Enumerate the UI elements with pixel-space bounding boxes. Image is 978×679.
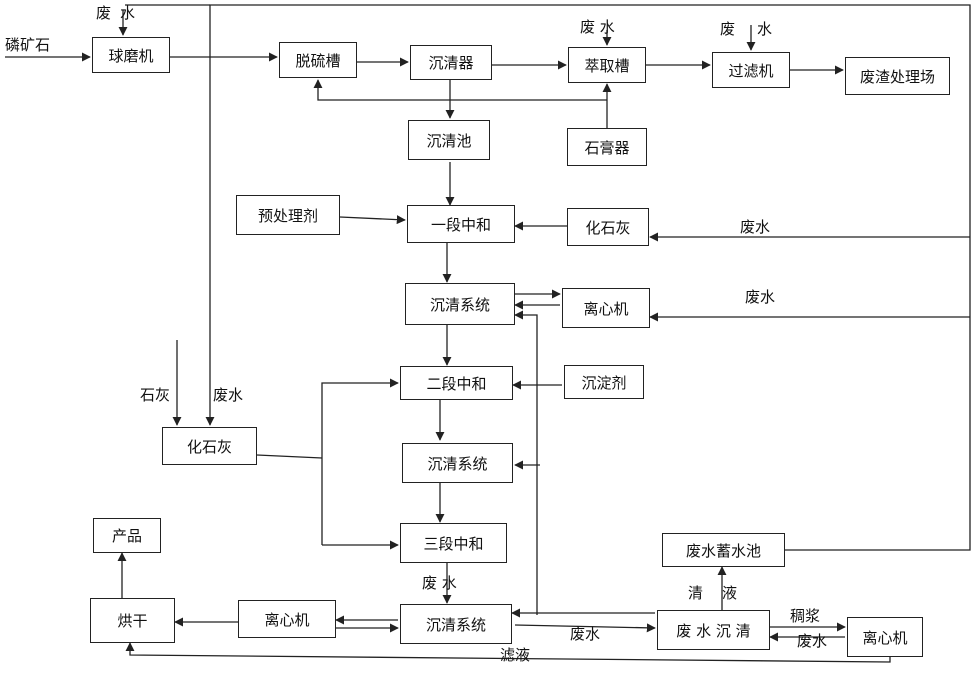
clear-label-b: 液 [722,584,738,602]
storage-loop [205,4,971,551]
sys3-to-wwsettle [514,623,656,633]
stone-device-label: 石膏器 [584,138,630,157]
slag-site-box: 废渣处理场 [845,57,950,95]
ballmill-water-label-a: 废 [96,4,112,22]
ball-mill-box: 球磨机 [92,37,170,73]
settle-sys-1-label: 沉清系统 [429,295,490,314]
settle-pool-label: 沉清池 [426,131,472,150]
ball-mill-label: 球磨机 [108,46,154,65]
centrifuge-2-label: 离心机 [264,610,310,629]
filter-water-label-a: 废 [720,20,736,38]
ballmill-water-label-b: 水 [120,4,136,22]
filter-label: 过滤机 [728,61,774,80]
lime2-water-label: 废水 [213,386,244,404]
lime-label: 石灰 [140,386,171,404]
slaked-lime-1-box: 化石灰 [567,208,649,246]
neutral-1-box: 一段中和 [407,205,515,243]
settle-sys-1-box: 沉清系统 [405,283,515,325]
neutral-3-label: 三段中和 [423,534,484,553]
slaked-lime-2-label: 化石灰 [186,437,232,456]
neutral-2-box: 二段中和 [400,366,513,400]
settle-sys-2-box: 沉清系统 [402,443,513,483]
centrifuge-3-label: 离心机 [862,628,908,647]
pretreat-agent-box: 预处理剂 [236,195,340,235]
centrifuge-1-box: 离心机 [562,288,650,328]
filter-box: 过滤机 [712,52,790,88]
stone-device-box: 石膏器 [567,128,647,166]
slurry-label: 稠浆 [790,607,821,625]
lime2-out [256,454,323,459]
desulfur-tank-box: 脱硫槽 [279,42,357,78]
centrifuge-1-label: 离心机 [583,299,629,318]
pretreat-agent-label: 预处理剂 [257,206,318,225]
phosphate-ore-label: 磷矿石 [5,36,51,54]
neutral-1-label: 一段中和 [430,215,491,234]
centrifuge-3-box: 离心机 [847,617,923,657]
centrifuge-2-box: 离心机 [238,600,336,638]
neutral3-water-label: 废 水 [422,574,457,592]
settle-sys-2-label: 沉清系统 [427,454,488,473]
return-water-label: 废水 [797,632,828,650]
settle-sys-3-label: 沉清系统 [425,615,486,634]
product-label: 产品 [111,527,142,545]
lime2-to-neutral2 [321,378,399,545]
wastewater-settle-box: 废 水 沉 清 [657,610,770,650]
clear-label-a: 清 [688,584,704,602]
desulfur-tank-label: 脱硫槽 [295,51,341,70]
neutral-2-label: 二段中和 [426,374,487,393]
neutral-3-box: 三段中和 [400,523,507,563]
wastewater-storage-box: 废水蓄水池 [662,533,785,567]
centrifuge1-water-label: 废水 [745,288,776,306]
extract-water-label: 废 水 [580,18,615,36]
return-vertical [514,310,538,615]
wastewater-storage-label: 废水蓄水池 [685,541,761,560]
clarifier-label: 沉清器 [428,54,474,72]
precip-agent-label: 沉淀剂 [581,373,627,392]
lime1-water-label: 废水 [740,218,771,236]
return-to-desulfur [313,79,607,101]
settle3-water-label: 废水 [570,625,601,643]
slaked-lime-1-label: 化石灰 [585,218,631,237]
dryer-box: 烘干 [90,598,175,643]
wastewater-settle-label: 废 水 沉 清 [676,621,751,640]
settle-sys-3-box: 沉清系统 [400,604,512,644]
slaked-lime-2-box: 化石灰 [162,427,257,465]
settle-pool-box: 沉清池 [408,120,490,160]
product-box: 产品 [93,518,161,553]
slag-site-label: 废渣处理场 [859,67,935,86]
pretreat-to-neutral1 [339,215,406,225]
precip-agent-box: 沉淀剂 [564,365,644,399]
dryer-label: 烘干 [117,612,148,630]
filter-water-label-b: 水 [757,20,773,38]
extract-tank-label: 萃取槽 [584,56,630,75]
clarifier-box: 沉清器 [410,45,492,80]
filtrate-label: 滤液 [500,646,531,664]
extract-tank-box: 萃取槽 [568,47,646,83]
